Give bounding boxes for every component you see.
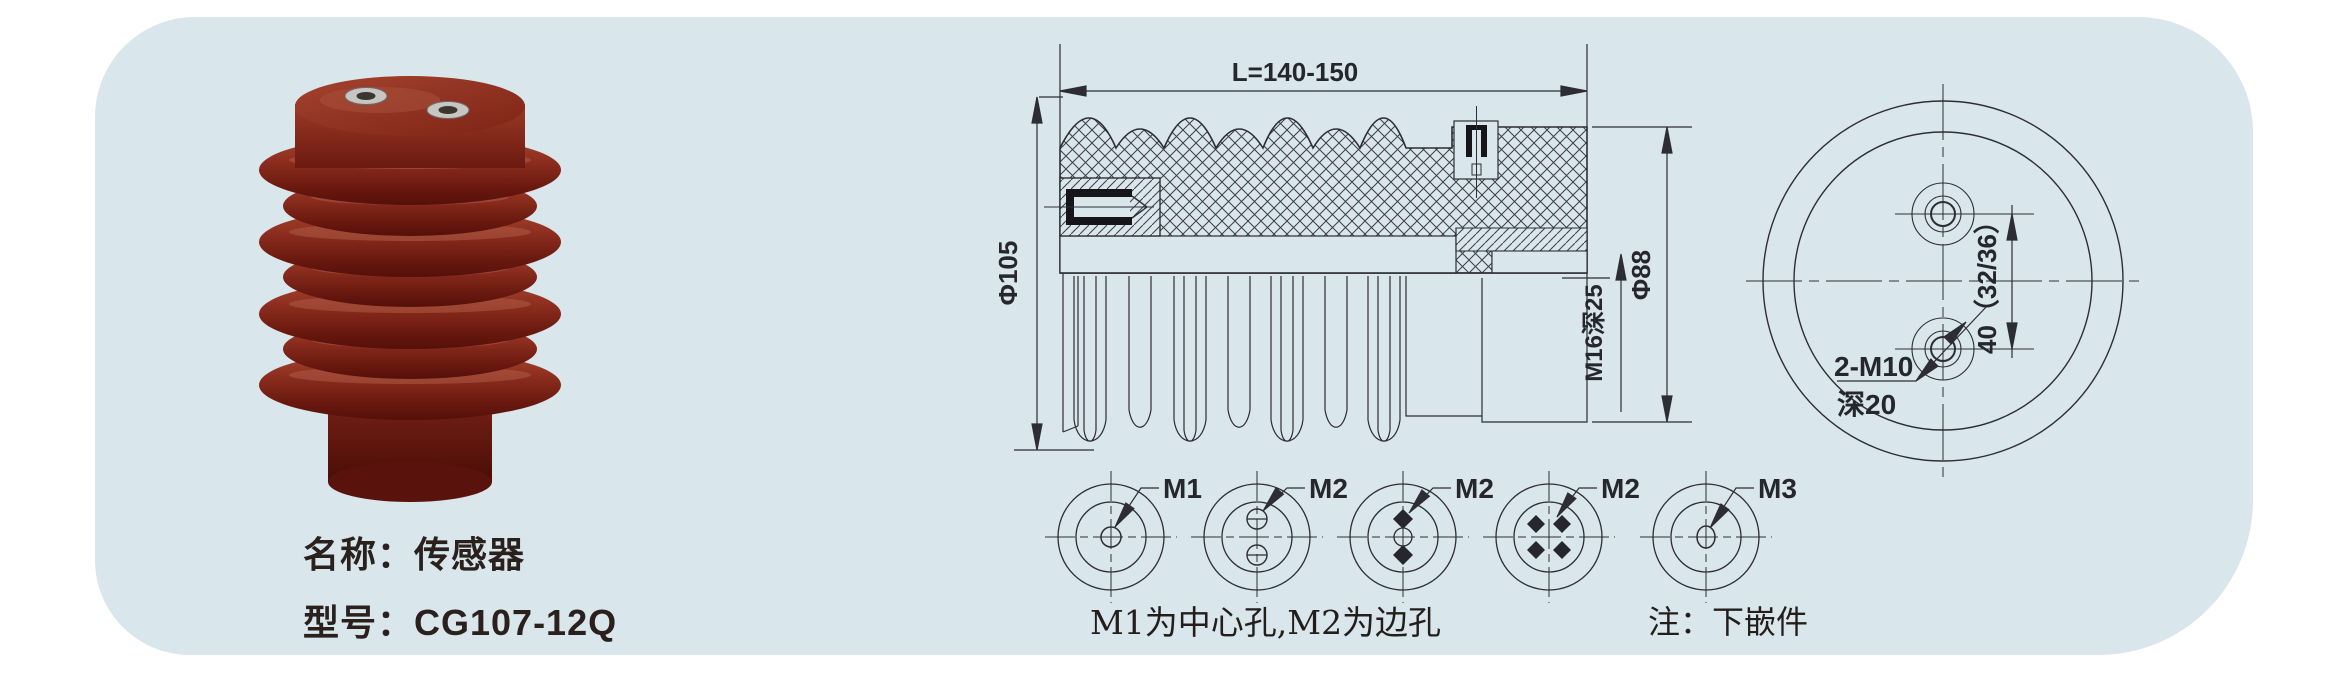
- product-model: 型号：CG107-12Q: [303, 602, 618, 643]
- dim-phi105-text: Φ105: [993, 241, 1023, 306]
- drawing-svg: L=140-150 Φ105 Φ88 M16深25: [993, 44, 2140, 642]
- dim-length-text: L=140-150: [1232, 57, 1358, 87]
- detail-caption: M1为中心孔,M2为边孔: [1090, 603, 1441, 642]
- dim-hole-spacing: [2006, 205, 2018, 358]
- hole-leader: [1837, 304, 1989, 386]
- dim-phi88: [1592, 126, 1692, 423]
- top-hole: [1895, 182, 2034, 246]
- detail-label-m3: M3: [1758, 473, 1797, 504]
- insulator-illustration: [259, 76, 561, 502]
- note-text: 注：下嵌件: [1648, 603, 1808, 641]
- detail-label-m2b: M2: [1455, 473, 1494, 504]
- hole-detail-m3: [1640, 471, 1772, 603]
- insulator-cap: [295, 76, 525, 168]
- dim-m16-text: M16深25: [1581, 284, 1608, 381]
- hole-detail-m2-diamonds4: [1483, 471, 1615, 603]
- left-thread-insert: [1044, 177, 1161, 237]
- hole-detail-m2-slots: [1191, 471, 1323, 603]
- dim-phi105: [1014, 96, 1094, 451]
- metal-insert-left: [344, 87, 388, 105]
- dim-length: [1059, 44, 1588, 148]
- product-name: 名称：传感器: [303, 534, 526, 575]
- metal-insert-right: [426, 101, 470, 119]
- hole-detail-m2-diamonds2: [1337, 471, 1469, 603]
- dim-phi88-text: Φ88: [1626, 250, 1656, 300]
- section-view: [1014, 44, 1692, 451]
- hole-thread-label: 2-M10: [1834, 351, 1913, 382]
- detail-label-m2c: M2: [1601, 473, 1640, 504]
- insulator-fins: [259, 135, 561, 420]
- hole-detail-m1: [1045, 471, 1177, 603]
- technical-drawing: L=140-150 Φ105 Φ88 M16深25: [660, 20, 2280, 675]
- top-thread-pocket: [1453, 106, 1499, 198]
- hole-detail-circles: [1045, 471, 1772, 603]
- detail-label-m1: M1: [1163, 473, 1202, 504]
- detail-label-m2a: M2: [1309, 473, 1348, 504]
- top-view: [1746, 84, 2140, 478]
- section-fins-exterior: [1062, 273, 1588, 442]
- hole-depth-label: 深20: [1837, 389, 1896, 420]
- product-photo: [248, 58, 572, 510]
- bottom-hole: [1895, 317, 2034, 381]
- dim-hole-spacing-text: 40（32/36）: [1972, 208, 2002, 354]
- dim-m16: [1562, 253, 1627, 412]
